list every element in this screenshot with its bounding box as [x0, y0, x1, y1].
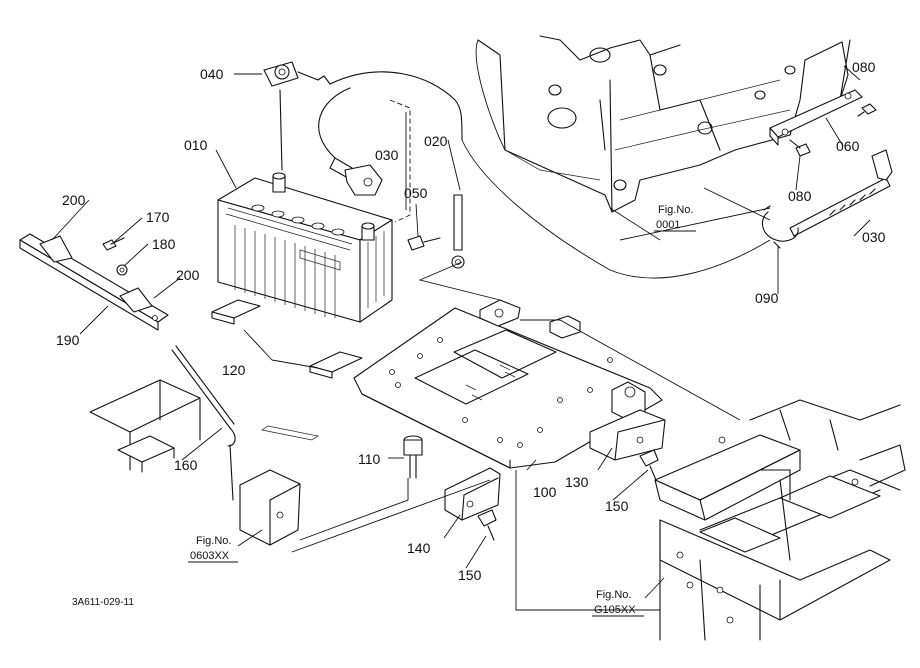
bolt-170 [102, 237, 125, 251]
label-130: 130 [565, 474, 589, 490]
bolt-080-upper [857, 103, 877, 117]
ground-cable [461, 139, 771, 279]
fig-ref-title: Fig.No. [596, 589, 631, 601]
label-030-cable: 030 [375, 147, 399, 163]
figure-ref-G105XX: Fig.No. G105XX [592, 589, 644, 617]
fig-ref-title: Fig.No. [196, 535, 231, 547]
label-200-upper: 200 [62, 192, 86, 208]
label-160: 160 [174, 457, 198, 473]
label-200-lower: 200 [176, 267, 200, 283]
bracket-130 [589, 409, 666, 461]
battery-010 [217, 172, 393, 323]
drawing-code: 3A611-029-11 [72, 597, 134, 608]
fig-ref-title: Fig.No. [658, 204, 693, 216]
label-180: 180 [152, 236, 176, 252]
frame-left [89, 379, 319, 546]
frame-chassis [654, 399, 906, 641]
leader-lines [51, 65, 871, 611]
battery-stand-100 [353, 299, 663, 469]
label-110: 110 [358, 451, 381, 467]
engine-block [475, 35, 851, 213]
label-140: 140 [407, 540, 431, 556]
part-labels: 040 010 030 020 050 080 060 080 030 090 … [56, 59, 886, 583]
battery-cable [263, 61, 463, 196]
fig-ref-number: 0001 [656, 219, 680, 231]
hook-bolt-030 [789, 149, 893, 237]
figure-ref-0603XX: Fig.No. 0603XX [188, 535, 238, 563]
fig-ref-number: G105XX [594, 604, 636, 616]
label-030-hook: 030 [862, 229, 886, 245]
stay-060 [769, 89, 863, 146]
label-060: 060 [836, 138, 860, 154]
bolt-080-lower [789, 139, 811, 157]
label-010: 010 [184, 137, 208, 153]
pad-120 [211, 299, 363, 379]
figure-ref-0001: Fig.No. 0001 [654, 204, 696, 232]
cable-020-lead [451, 194, 465, 269]
wing-bolt-150-right [639, 449, 659, 481]
label-100: 100 [533, 484, 557, 500]
stay-190 [19, 233, 169, 331]
label-050: 050 [404, 185, 428, 201]
fig-ref-number: 0603XX [190, 550, 230, 562]
label-040: 040 [200, 66, 224, 82]
label-120: 120 [222, 362, 246, 378]
wing-bolt-150-left [477, 509, 497, 541]
label-080-upper: 080 [852, 59, 876, 75]
bolt-050 [407, 235, 441, 251]
label-170: 170 [146, 209, 170, 225]
rod-160 [171, 345, 236, 501]
label-150-right: 150 [605, 498, 629, 514]
label-090: 090 [755, 290, 779, 306]
label-190: 190 [56, 332, 80, 348]
label-020: 020 [424, 133, 448, 149]
dim-bracket-030 [389, 99, 411, 223]
label-150-left: 150 [458, 567, 482, 583]
bolt-110 [403, 435, 423, 479]
nut-180 [116, 264, 128, 276]
label-080-lower: 080 [788, 188, 812, 204]
